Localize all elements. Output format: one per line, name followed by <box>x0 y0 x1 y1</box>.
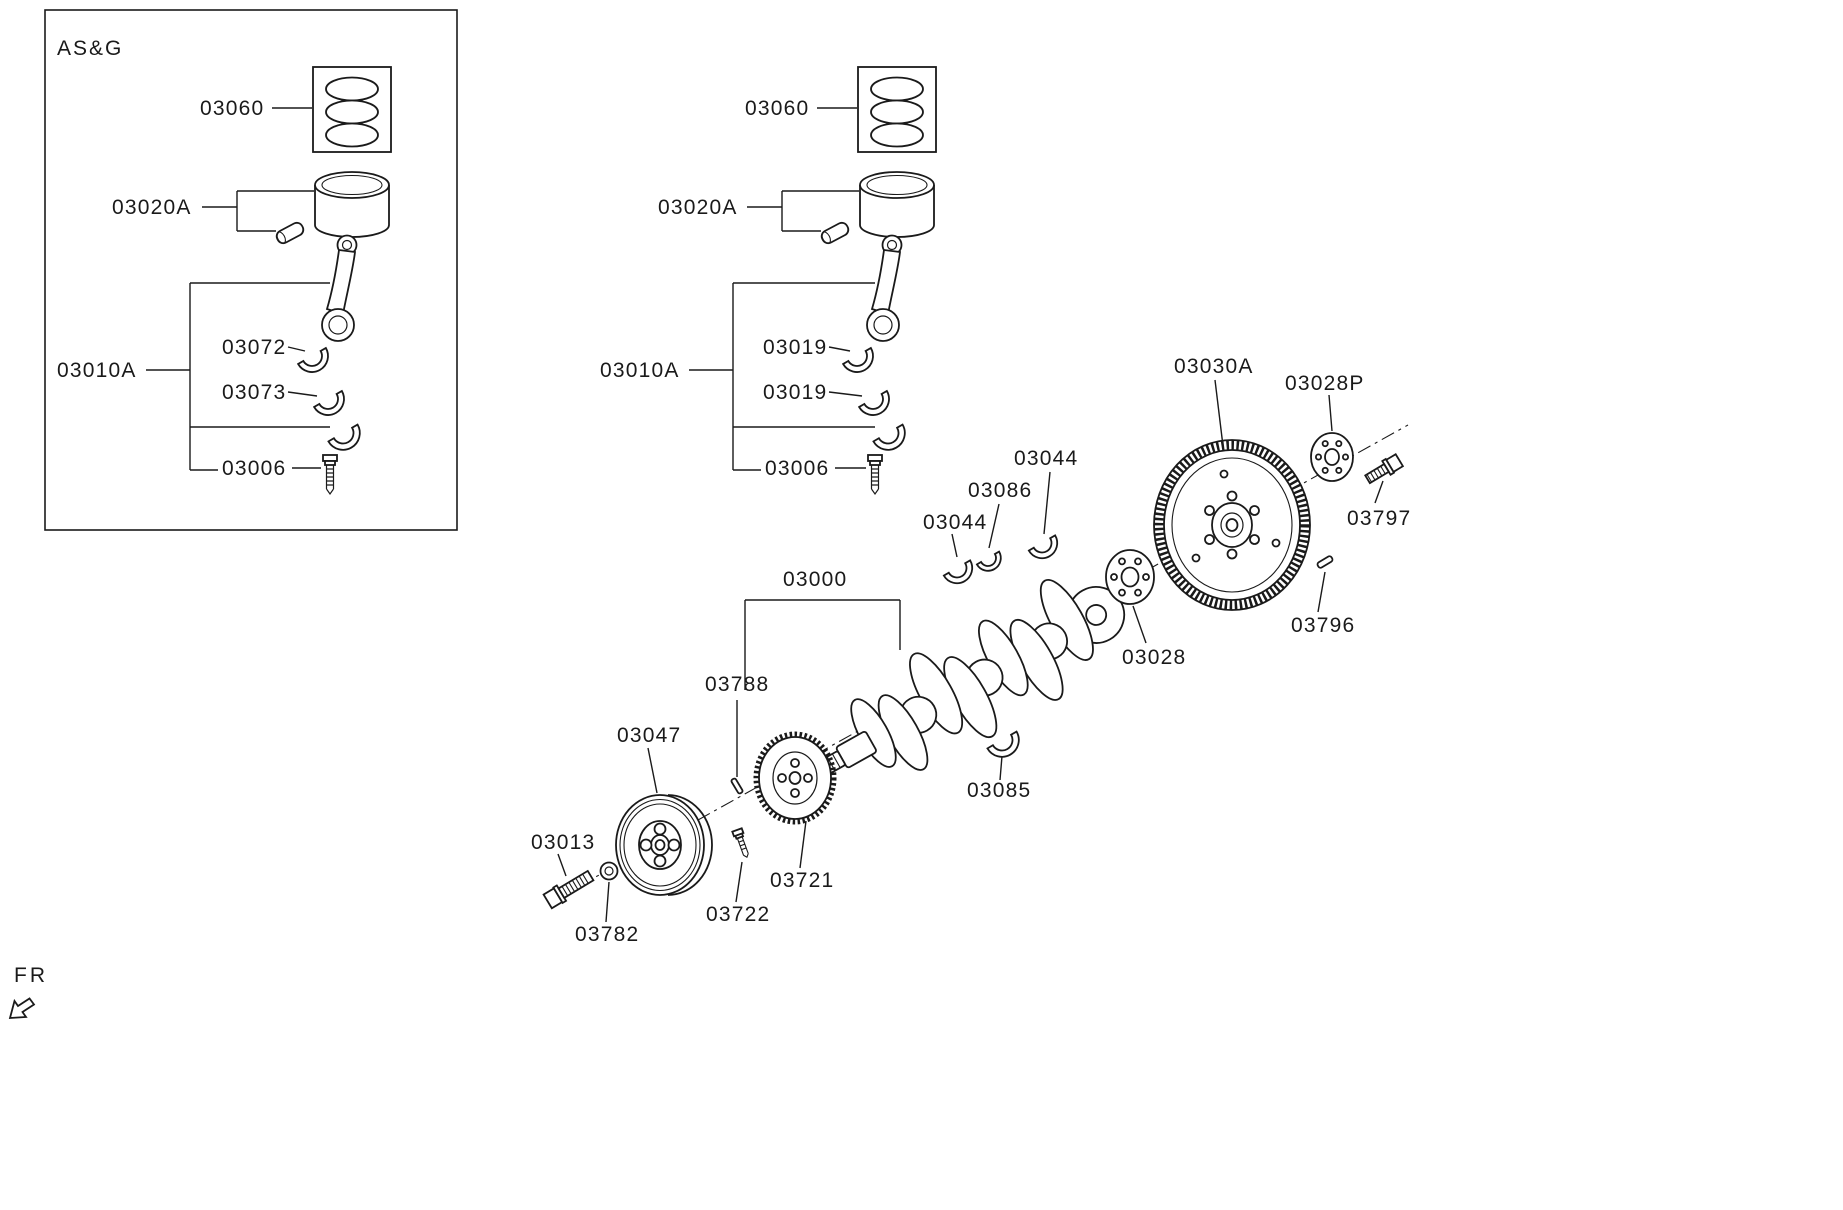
part-label-flywheel-bolt: 03797 <box>1347 507 1411 530</box>
flywheel <box>1153 439 1311 611</box>
part-label-crank-pulley: 03047 <box>617 724 681 747</box>
leader-lines-left-assembly <box>146 107 330 471</box>
part-label-crank-key: 03788 <box>705 673 769 696</box>
piston-assembly-left <box>275 67 391 494</box>
part-label-mid-bearing-lower: 03019 <box>763 381 827 404</box>
part-label-mid-rings: 03060 <box>745 97 809 120</box>
main-bearing-upper <box>976 550 1007 577</box>
part-label-crankshaft: 03000 <box>783 568 847 591</box>
thrust-bearing-upper <box>1027 534 1064 565</box>
part-label-pulley-washer: 03782 <box>575 923 639 946</box>
crank-key <box>730 777 744 795</box>
part-label-adapter-plate: 03028 <box>1122 646 1186 669</box>
adapter-plate <box>1105 549 1155 605</box>
part-label-thrust-upper: 03044 <box>1014 447 1078 470</box>
part-label-left-bearing-upper: 03072 <box>222 336 286 359</box>
sensor-plate <box>753 731 837 825</box>
fr-direction-arrow-icon <box>8 997 36 1019</box>
part-label-sensor-plate: 03721 <box>770 869 834 892</box>
part-label-plate-bolt: 03722 <box>706 903 770 926</box>
part-label-left-piston: 03020A <box>112 196 192 219</box>
part-label-flywheel-plate: 03028P <box>1285 372 1365 395</box>
part-label-thrust-lower: 03044 <box>923 511 987 534</box>
thrust-bearing-lower <box>942 559 979 590</box>
pulley-washer <box>599 861 619 881</box>
part-label-main-bearing-upper: 03086 <box>968 479 1032 502</box>
part-label-left-rings: 03060 <box>200 97 264 120</box>
asg-section-frame <box>44 9 458 531</box>
dowel-pin <box>1316 555 1334 569</box>
fr-direction-label: FR <box>14 964 48 987</box>
piston-assembly-center <box>820 67 936 494</box>
leader-lines-center-assembly <box>689 107 875 471</box>
part-label-mid-bolt: 03006 <box>765 457 829 480</box>
plate-bolt <box>731 827 749 859</box>
part-label-left-bolt: 03006 <box>222 457 286 480</box>
crank-pulley <box>615 794 713 896</box>
pulley-bolt <box>542 869 595 910</box>
flywheel-bolt <box>1364 452 1405 485</box>
part-label-mid-bearing-upper: 03019 <box>763 336 827 359</box>
flywheel-plate <box>1310 432 1354 482</box>
part-label-left-rod: 03010A <box>57 359 137 382</box>
part-label-flywheel: 03030A <box>1174 355 1254 378</box>
part-label-main-bearing-lower: 03085 <box>967 779 1031 802</box>
part-label-mid-piston: 03020A <box>658 196 738 219</box>
part-label-pulley-bolt: 03013 <box>531 831 595 854</box>
leader-lines-crankshaft-group <box>557 379 1384 923</box>
asg-note: AS&G <box>57 37 123 60</box>
part-label-mid-rod: 03010A <box>600 359 680 382</box>
part-label-dowel-pin: 03796 <box>1291 614 1355 637</box>
crankshaft <box>807 579 1126 782</box>
part-label-left-bearing-lower: 03073 <box>222 381 286 404</box>
